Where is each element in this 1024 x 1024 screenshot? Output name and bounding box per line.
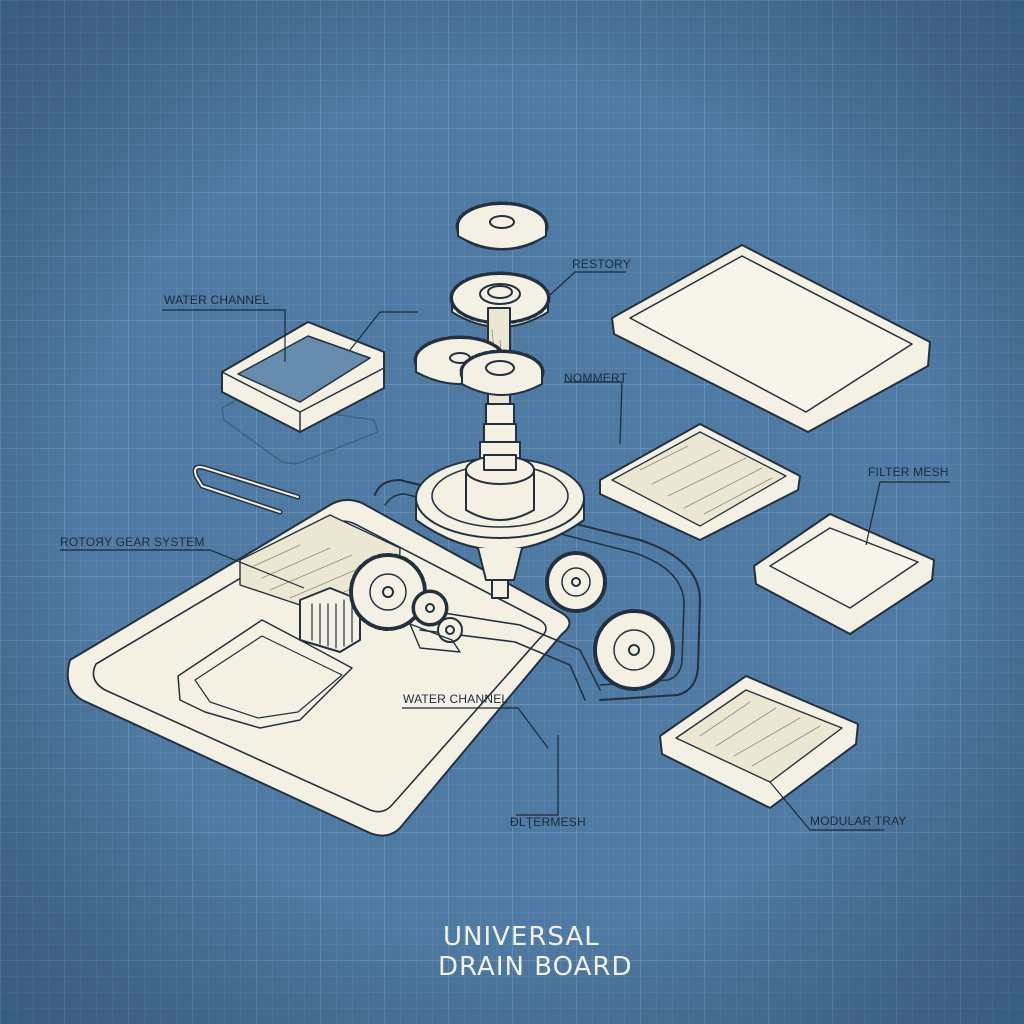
shaft-gear	[459, 349, 545, 396]
nommert-mesh-sheet	[599, 423, 801, 541]
filter-mesh-tray	[753, 513, 935, 635]
label-water-channel-top: WATER CHANNEL	[164, 293, 269, 307]
leader-lines	[60, 271, 950, 831]
hub-ring	[415, 454, 585, 551]
top-gear	[455, 201, 549, 251]
gear-stack	[413, 201, 585, 599]
large-tray	[611, 244, 931, 433]
callout-labels: WATER CHANNEL RESTORY NOMMERT FILTER MES…	[60, 257, 949, 829]
label-water-channel-bottom: WATER CHANNEL	[403, 692, 508, 706]
label-nommert: NOMMERT	[564, 371, 628, 385]
base-board	[66, 479, 701, 837]
label-filter-mesh: FILTER MESH	[868, 465, 949, 479]
title-line-2: DRAIN BOARD	[438, 952, 632, 982]
board-gear-assembly	[299, 551, 675, 691]
diagram-title: UNIVERSAL DRAIN BOARD	[438, 922, 632, 982]
water-channel-frame	[221, 321, 385, 465]
label-rotory-gear-system: ROTOЯY GEAR SYSTEM	[60, 535, 205, 549]
modular-tray	[659, 675, 859, 809]
label-filter-mesh-bottom: ƉLƮERMESH	[510, 815, 586, 829]
label-modular-tray: MODULAR TRAY	[810, 814, 907, 828]
label-restory: RESTORY	[572, 257, 631, 271]
title-line-1: UNIVERSAL	[443, 922, 600, 952]
